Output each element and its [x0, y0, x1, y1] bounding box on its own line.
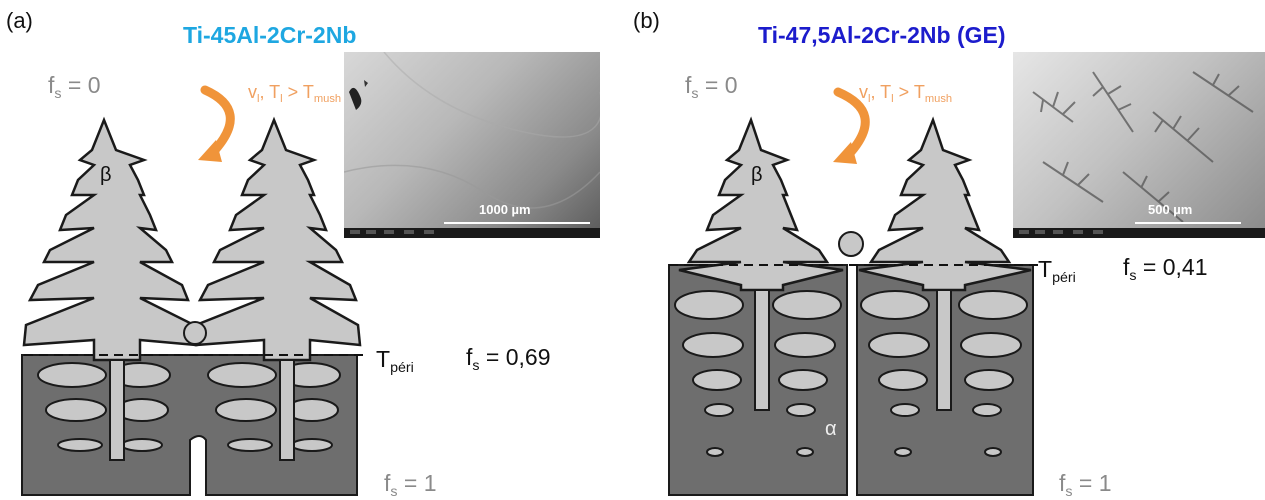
panel-b-tperi-label: Tpéri	[1038, 256, 1076, 286]
panel-b-flow-arrow	[833, 87, 870, 157]
panel-a-beta-label: β	[100, 164, 112, 186]
panel-b-title: Ti-47,5Al-2Cr-2Nb (GE)	[758, 22, 1006, 48]
panel-a-micrograph: 1000 µm	[344, 52, 600, 238]
panel-b-dendrite-schematic	[668, 87, 1038, 496]
panel-b-letter: (b)	[633, 8, 660, 33]
panel-b: (b) Ti-47,5Al-2Cr-2Nb (GE)	[633, 0, 1265, 500]
panel-b-micrograph: 500 µm	[1013, 52, 1265, 238]
panel-b-fs-bottom: fs = 1	[1059, 470, 1112, 500]
panel-a-dendrite-left	[22, 116, 198, 362]
panel-a-alpha-region	[21, 354, 358, 496]
panel-a-fs-top: fs = 0	[48, 72, 101, 102]
panel-b-scale-label: 500 µm	[1148, 202, 1193, 217]
panel-b-alpha-lobes	[674, 290, 1028, 457]
panel-b-fs-top: fs = 0	[685, 72, 738, 102]
panel-a-scale-bar	[444, 222, 590, 224]
panel-b-beta-label: β	[751, 164, 763, 186]
panel-a-fs-bottom: fs = 1	[384, 470, 437, 500]
panel-a-liquid-droplet	[183, 321, 207, 345]
panel-a: (a) Ti-45Al-2Cr-2Nb	[0, 0, 632, 500]
panel-a-flow-label: vl, Tl > Tmush	[248, 82, 342, 105]
panel-b-sem-infobar	[1013, 228, 1265, 238]
panel-b-liquid-droplet	[838, 231, 864, 257]
panel-a-sem-infobar	[344, 228, 600, 238]
panel-a-fs-mid: fs = 0,69	[466, 344, 551, 374]
panel-b-alpha-label: α	[825, 418, 837, 440]
panel-a-dendrite-right	[194, 116, 362, 362]
panel-a-scale-label: 1000 µm	[479, 202, 531, 217]
panel-a-flow-arrow	[200, 85, 235, 155]
panel-a-title: Ti-45Al-2Cr-2Nb	[183, 22, 357, 48]
panel-a-trunks	[109, 359, 295, 461]
panel-b-trunks	[754, 289, 952, 411]
panel-b-flow-label: vl, Tl > Tmush	[859, 82, 953, 105]
panel-a-alpha-lobes	[37, 362, 341, 452]
panel-b-fs-mid: fs = 0,41	[1123, 254, 1208, 284]
panel-b-scale-bar	[1135, 222, 1241, 224]
panel-a-tperi-label: Tpéri	[376, 346, 414, 376]
panel-a-dendrite-schematic	[21, 85, 368, 496]
panel-a-letter: (a)	[6, 8, 33, 33]
